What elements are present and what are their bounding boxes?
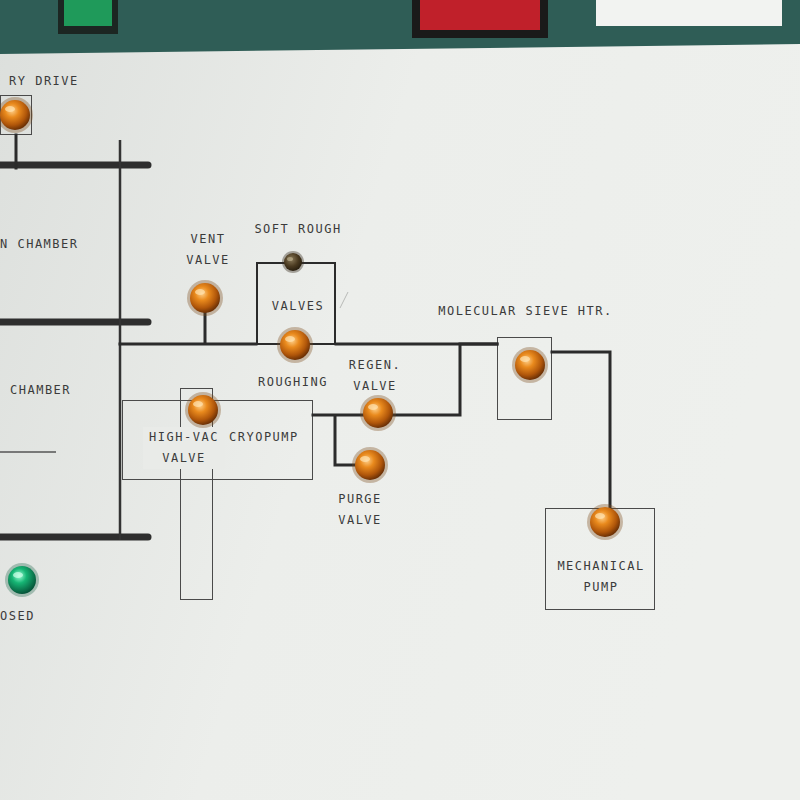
valve-label: VENT VALVE: [178, 229, 238, 271]
valve-box: SOFT ROUGHVALVES: [256, 262, 336, 345]
component-label: CRYOPUMP: [229, 427, 299, 448]
chamber-section: CHAMBER: [0, 325, 120, 534]
green-button-frame: [58, 0, 118, 34]
heater-box: MOLECULAR SIEVE HTR.: [497, 337, 552, 420]
vent-valve-stem: [204, 298, 207, 345]
pipe-line: [552, 352, 610, 508]
white-plate: [596, 0, 782, 26]
valve-label: REGEN. VALVE: [343, 355, 407, 397]
pipe-line: [15, 135, 18, 168]
valve-label: OSED: [0, 606, 35, 627]
drive-box: RY DRIVE: [0, 95, 32, 135]
chamber-divider: [0, 451, 56, 453]
indicator-led: [282, 251, 304, 273]
green-button: [64, 0, 112, 26]
red-button: [420, 0, 540, 30]
indicator-led: [187, 280, 223, 316]
valve-label: ROUGHING: [243, 372, 343, 393]
chamber-section: N CHAMBER: [0, 168, 120, 319]
indicator-led: [277, 327, 313, 363]
indicator-led: [185, 392, 221, 428]
pipe-line: [120, 343, 256, 346]
panel-top-strip: [0, 0, 800, 54]
chamber-bar: [0, 162, 148, 169]
purge-line: [335, 415, 370, 465]
valve-box: HIGH-VAC VALVE: [180, 388, 213, 600]
component-label: HIGH-VAC VALVE: [143, 427, 225, 469]
pump-box: MECHANICAL PUMP: [545, 508, 655, 610]
valve-label: PURGE VALVE: [325, 489, 395, 531]
component-label: MOLECULAR SIEVE HTR.: [428, 301, 623, 322]
component-label: MECHANICAL PUMP: [546, 556, 656, 598]
chamber-bar: [0, 534, 148, 541]
component-label: N CHAMBER: [0, 234, 79, 255]
pipe-line: [313, 344, 497, 415]
component-label: CHAMBER: [10, 380, 71, 401]
component-label: VALVES: [258, 296, 338, 317]
component-label: RY DRIVE: [9, 71, 79, 92]
component-label: SOFT ROUGH: [228, 219, 368, 240]
indicator-led: [360, 395, 396, 431]
red-button-frame: [412, 0, 548, 38]
chamber-wall: [119, 140, 122, 540]
indicator-led: [587, 504, 623, 540]
indicator-led: [0, 97, 33, 133]
scratch-mark: [340, 292, 348, 308]
pump-box: CRYOPUMP: [122, 400, 313, 480]
indicator-led: [352, 447, 388, 483]
pipe-line: [336, 343, 497, 346]
indicator-led: [512, 347, 548, 383]
chamber-bar: [0, 319, 148, 326]
status-led: [5, 563, 39, 597]
